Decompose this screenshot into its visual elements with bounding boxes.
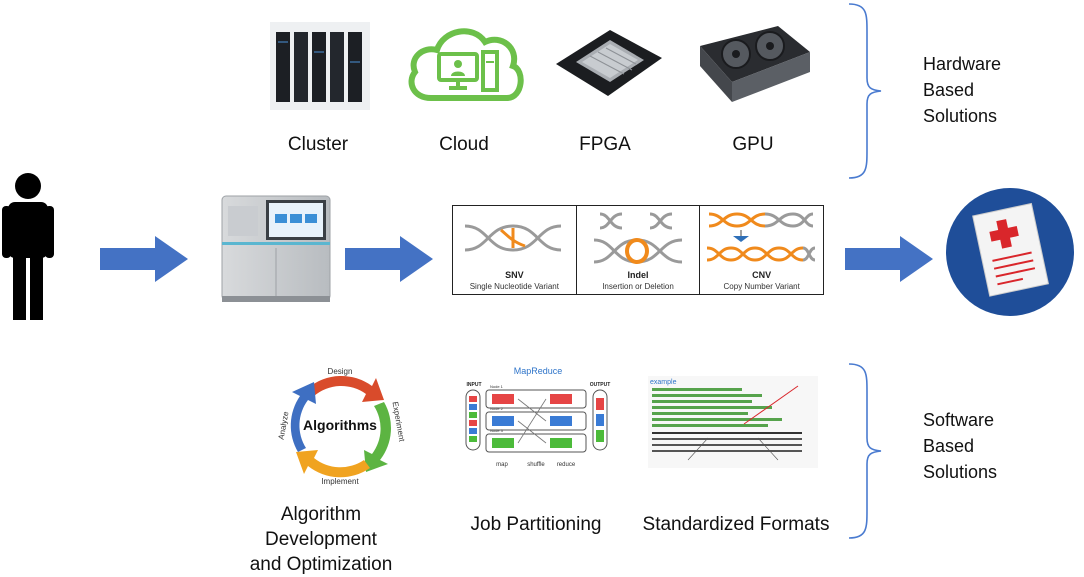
cluster-icon (270, 22, 370, 110)
dna-cnv-icon (707, 212, 816, 262)
fpga-chip-icon (556, 30, 662, 96)
format-example-header: example (650, 379, 677, 386)
mapreduce-output-label: OUTPUT (590, 382, 611, 388)
software-brace (848, 363, 882, 539)
mapreduce-node-1: Node 1 (490, 384, 504, 389)
software-label-standardized-formats: Standardized Formats (642, 514, 830, 535)
hardware-label-gpu: GPU (732, 134, 774, 155)
hardware-label-cloud: Cloud (439, 134, 489, 155)
mapreduce-node-2: Node 2 (490, 406, 504, 411)
variant-cell-cnv: CNV Copy Number Variant (700, 206, 823, 294)
cycle-stage-analyze: Analyze (277, 410, 291, 440)
cycle-stage-design: Design (328, 367, 353, 376)
algorithms-cycle-diagram: Design Experiment Implement Analyze Algo… (277, 367, 407, 486)
medical-report-icon (946, 188, 1074, 316)
file-format-example-image: example (648, 376, 818, 468)
cycle-center-label: Algorithms (303, 417, 377, 433)
flow-arrow-2 (345, 236, 433, 282)
variant-cell-indel: Indel Insertion or Deletion (577, 206, 701, 294)
mapreduce-phase-reduce: reduce (557, 462, 576, 468)
hardware-solutions-label: Hardware Based Solutions (923, 54, 1002, 126)
variant-cell-snv: SNV Single Nucleotide Variant (453, 206, 577, 294)
flow-arrow-3 (845, 236, 933, 282)
cycle-stage-implement: Implement (321, 477, 359, 486)
dna-indel-icon (593, 212, 682, 264)
mapreduce-node-3: Node 3 (490, 428, 504, 433)
variant-title: Indel (627, 270, 649, 280)
hardware-label-fpga: FPGA (579, 134, 631, 155)
cloud-icon (408, 28, 524, 101)
software-solutions-label: Software Based Solutions (923, 410, 998, 482)
flow-arrow-1 (100, 236, 188, 282)
mapreduce-diagram: MapReduce INPUT OUTPUT Node 1 Node 2 Nod… (465, 366, 611, 468)
hardware-brace (848, 3, 882, 179)
gpu-card-icon (700, 26, 810, 102)
mapreduce-input-label: INPUT (467, 382, 482, 388)
variant-subtitle: Copy Number Variant (723, 282, 800, 291)
mapreduce-phase-shuffle: shuffle (527, 462, 545, 468)
variant-subtitle: Single Nucleotide Variant (469, 282, 559, 291)
software-label-job-partitioning: Job Partitioning (470, 514, 602, 535)
mapreduce-phase-map: map (496, 462, 508, 468)
variant-title: CNV (752, 270, 772, 280)
variant-subtitle: Insertion or Deletion (602, 282, 674, 291)
software-label-algorithm: Algorithm Development and Optimization (249, 504, 393, 575)
person-icon (2, 173, 54, 320)
sequencer-icon (221, 195, 331, 302)
hardware-label-cluster: Cluster (287, 134, 349, 155)
dna-snv-icon (464, 224, 562, 252)
variant-types-panel: SNV Single Nucleotide Variant Indel Inse… (452, 205, 824, 295)
variant-title: SNV (505, 270, 524, 280)
mapreduce-title: MapReduce (514, 366, 563, 376)
cycle-stage-experiment: Experiment (391, 401, 407, 443)
